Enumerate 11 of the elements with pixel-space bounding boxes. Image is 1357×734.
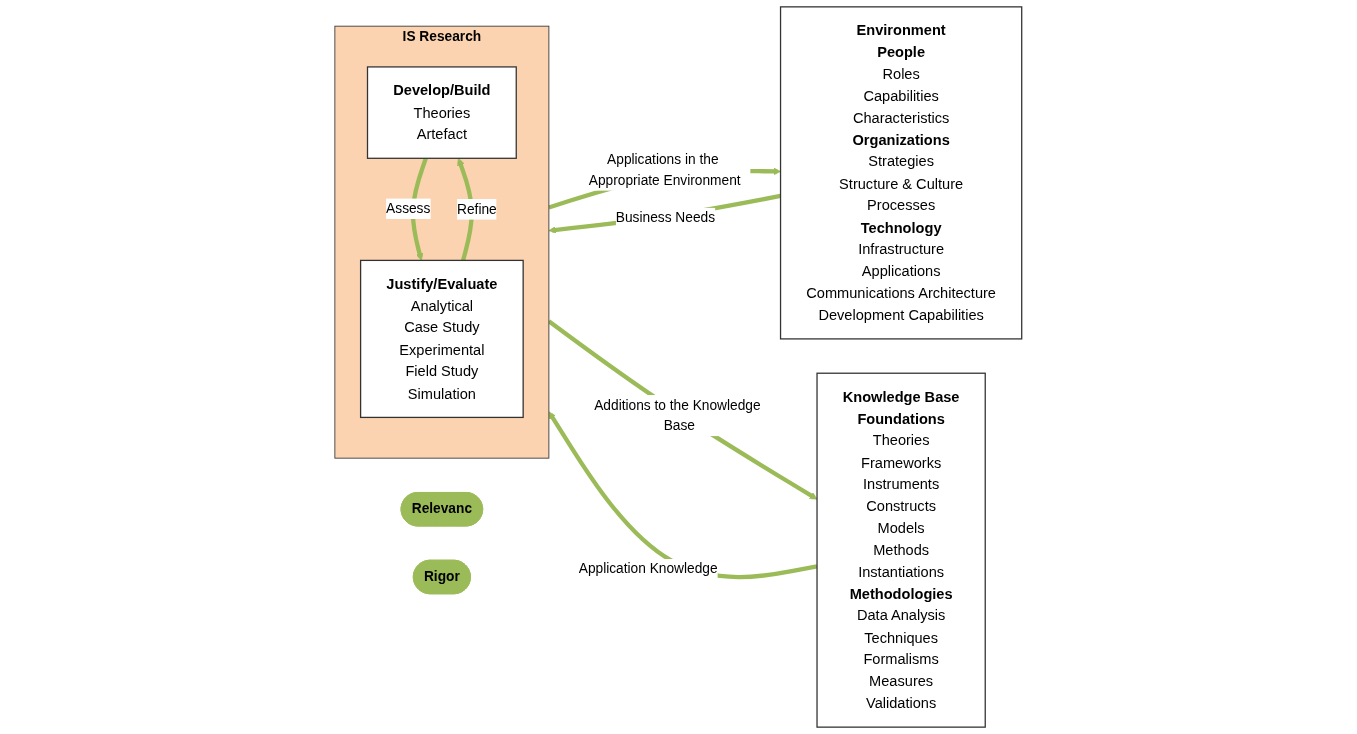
edge-label: Business Needs	[616, 210, 716, 225]
node-box: Environment People Roles Capabilities Characteristics Organizations Strategies Structure & Culture Processes Technology Infrastructure Applications Communications Architecture Development Capabilities	[780, 6, 1023, 340]
node-box: Knowledge Base Foundations Theories Frameworks Instruments Constructs Models Methods Instantiations Methodologies Data Analysis Techniques Formalisms Measures Validations	[816, 372, 987, 728]
edge-label: Refine	[457, 201, 497, 217]
edge-label: Application Knowledge	[578, 561, 718, 577]
edge-label: Additions to the Knowledge Base	[594, 397, 761, 433]
edge-label: Applications in the Appropriate Environment	[588, 152, 741, 188]
node-box: Justify/Evaluate Analytical Case Study Experimental Field Study Simulation	[360, 259, 524, 419]
node-box: Develop/Build Theories Artefact	[367, 66, 518, 159]
edge-label: Assess	[386, 201, 431, 216]
arrow	[548, 411, 818, 580]
